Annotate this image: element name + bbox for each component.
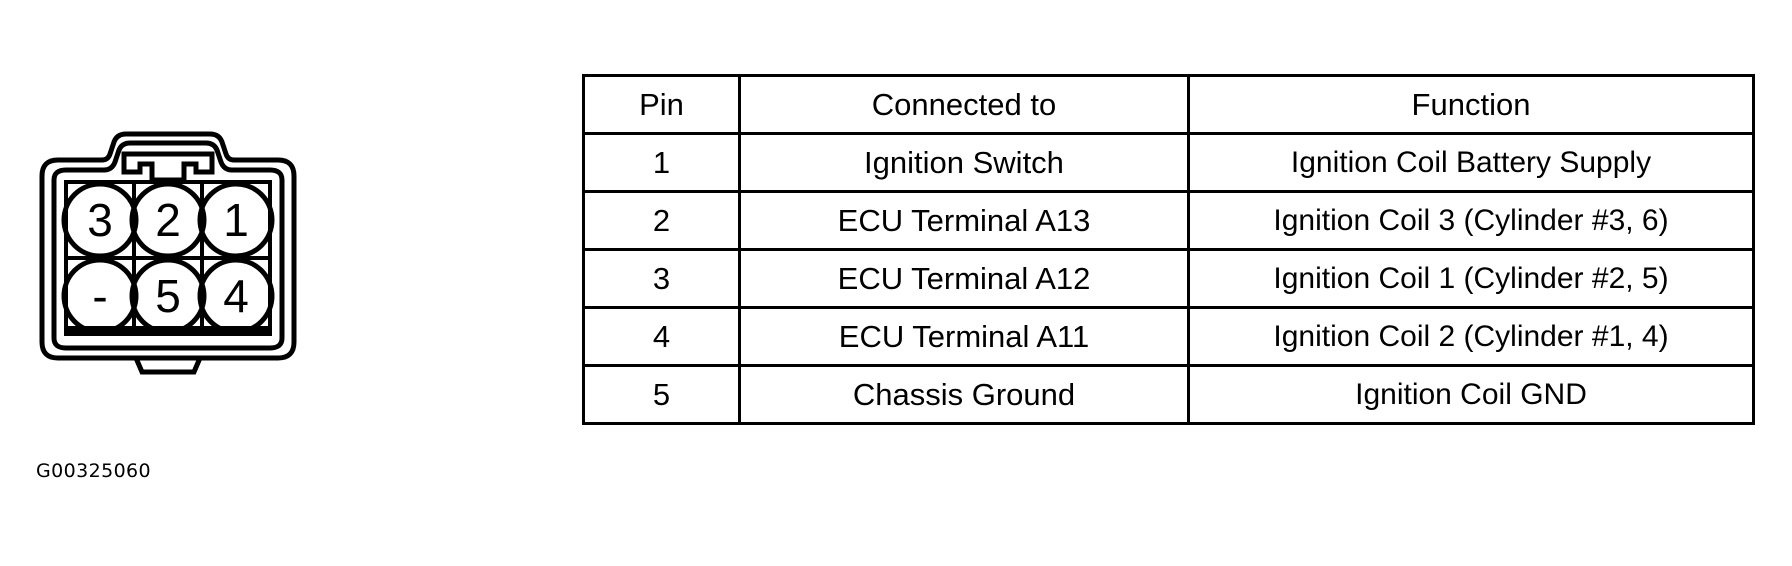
pin-cavity-4 [197, 257, 275, 335]
cell-connected-to: Ignition Switch [738, 132, 1190, 193]
table-row: 4 ECU Terminal A11 Ignition Coil 2 (Cyli… [582, 306, 1755, 367]
cell-connected-to: ECU Terminal A11 [738, 306, 1190, 367]
pin-cavity-5 [129, 257, 207, 335]
cell-function: Ignition Coil 2 (Cylinder #1, 4) [1187, 306, 1755, 367]
connector-outer-shell [39, 131, 297, 361]
pinout-table: Pin Connected to Function 1 Ignition Swi… [582, 74, 1755, 425]
cell-connected-to: ECU Terminal A13 [738, 190, 1190, 251]
table-row: 3 ECU Terminal A12 Ignition Coil 1 (Cyli… [582, 248, 1755, 309]
cell-function: Ignition Coil 3 (Cylinder #3, 6) [1187, 190, 1755, 251]
connector-bottom-tab [132, 355, 204, 375]
table-row: 1 Ignition Switch Ignition Coil Battery … [582, 132, 1755, 193]
cell-pin: 1 [582, 132, 741, 193]
cell-pin: 3 [582, 248, 741, 309]
cell-function: Ignition Coil GND [1187, 364, 1755, 425]
pinout-table-body: 1 Ignition Switch Ignition Coil Battery … [582, 132, 1755, 425]
column-header-pin: Pin [582, 74, 741, 135]
cell-pin: 2 [582, 190, 741, 251]
connector-inner-shell [51, 140, 285, 351]
column-header-function: Function [1187, 74, 1755, 135]
figure-reference-code: G00325060 [36, 460, 152, 482]
connector-diagram: 3 2 1 - 5 4 [24, 120, 314, 390]
pin-label-4: 4 [223, 270, 249, 322]
cell-function: Ignition Coil Battery Supply [1187, 132, 1755, 193]
connector-latch [121, 151, 215, 183]
connector-drawing: 3 2 1 - 5 4 [39, 131, 297, 375]
pin-cavity-3 [61, 181, 139, 259]
pinout-table-header: Pin Connected to Function [582, 74, 1755, 135]
pin-label-1: 1 [223, 194, 249, 246]
pin-label-2: 2 [155, 194, 181, 246]
cell-connected-to: Chassis Ground [738, 364, 1190, 425]
pin-label-3: 3 [87, 194, 113, 246]
pin-cavity-blank [61, 257, 139, 335]
cell-pin: 4 [582, 306, 741, 367]
column-header-connected-to: Connected to [738, 74, 1190, 135]
pin-cavity-2 [129, 181, 207, 259]
cell-pin: 5 [582, 364, 741, 425]
pin-label-blank: - [92, 270, 107, 322]
table-row: 2 ECU Terminal A13 Ignition Coil 3 (Cyli… [582, 190, 1755, 251]
pin-label-5: 5 [155, 270, 181, 322]
table-header-row: Pin Connected to Function [582, 74, 1755, 135]
cell-connected-to: ECU Terminal A12 [738, 248, 1190, 309]
pin-cavity-1 [197, 181, 275, 259]
cell-function: Ignition Coil 1 (Cylinder #2, 5) [1187, 248, 1755, 309]
table-row: 5 Chassis Ground Ignition Coil GND [582, 364, 1755, 425]
